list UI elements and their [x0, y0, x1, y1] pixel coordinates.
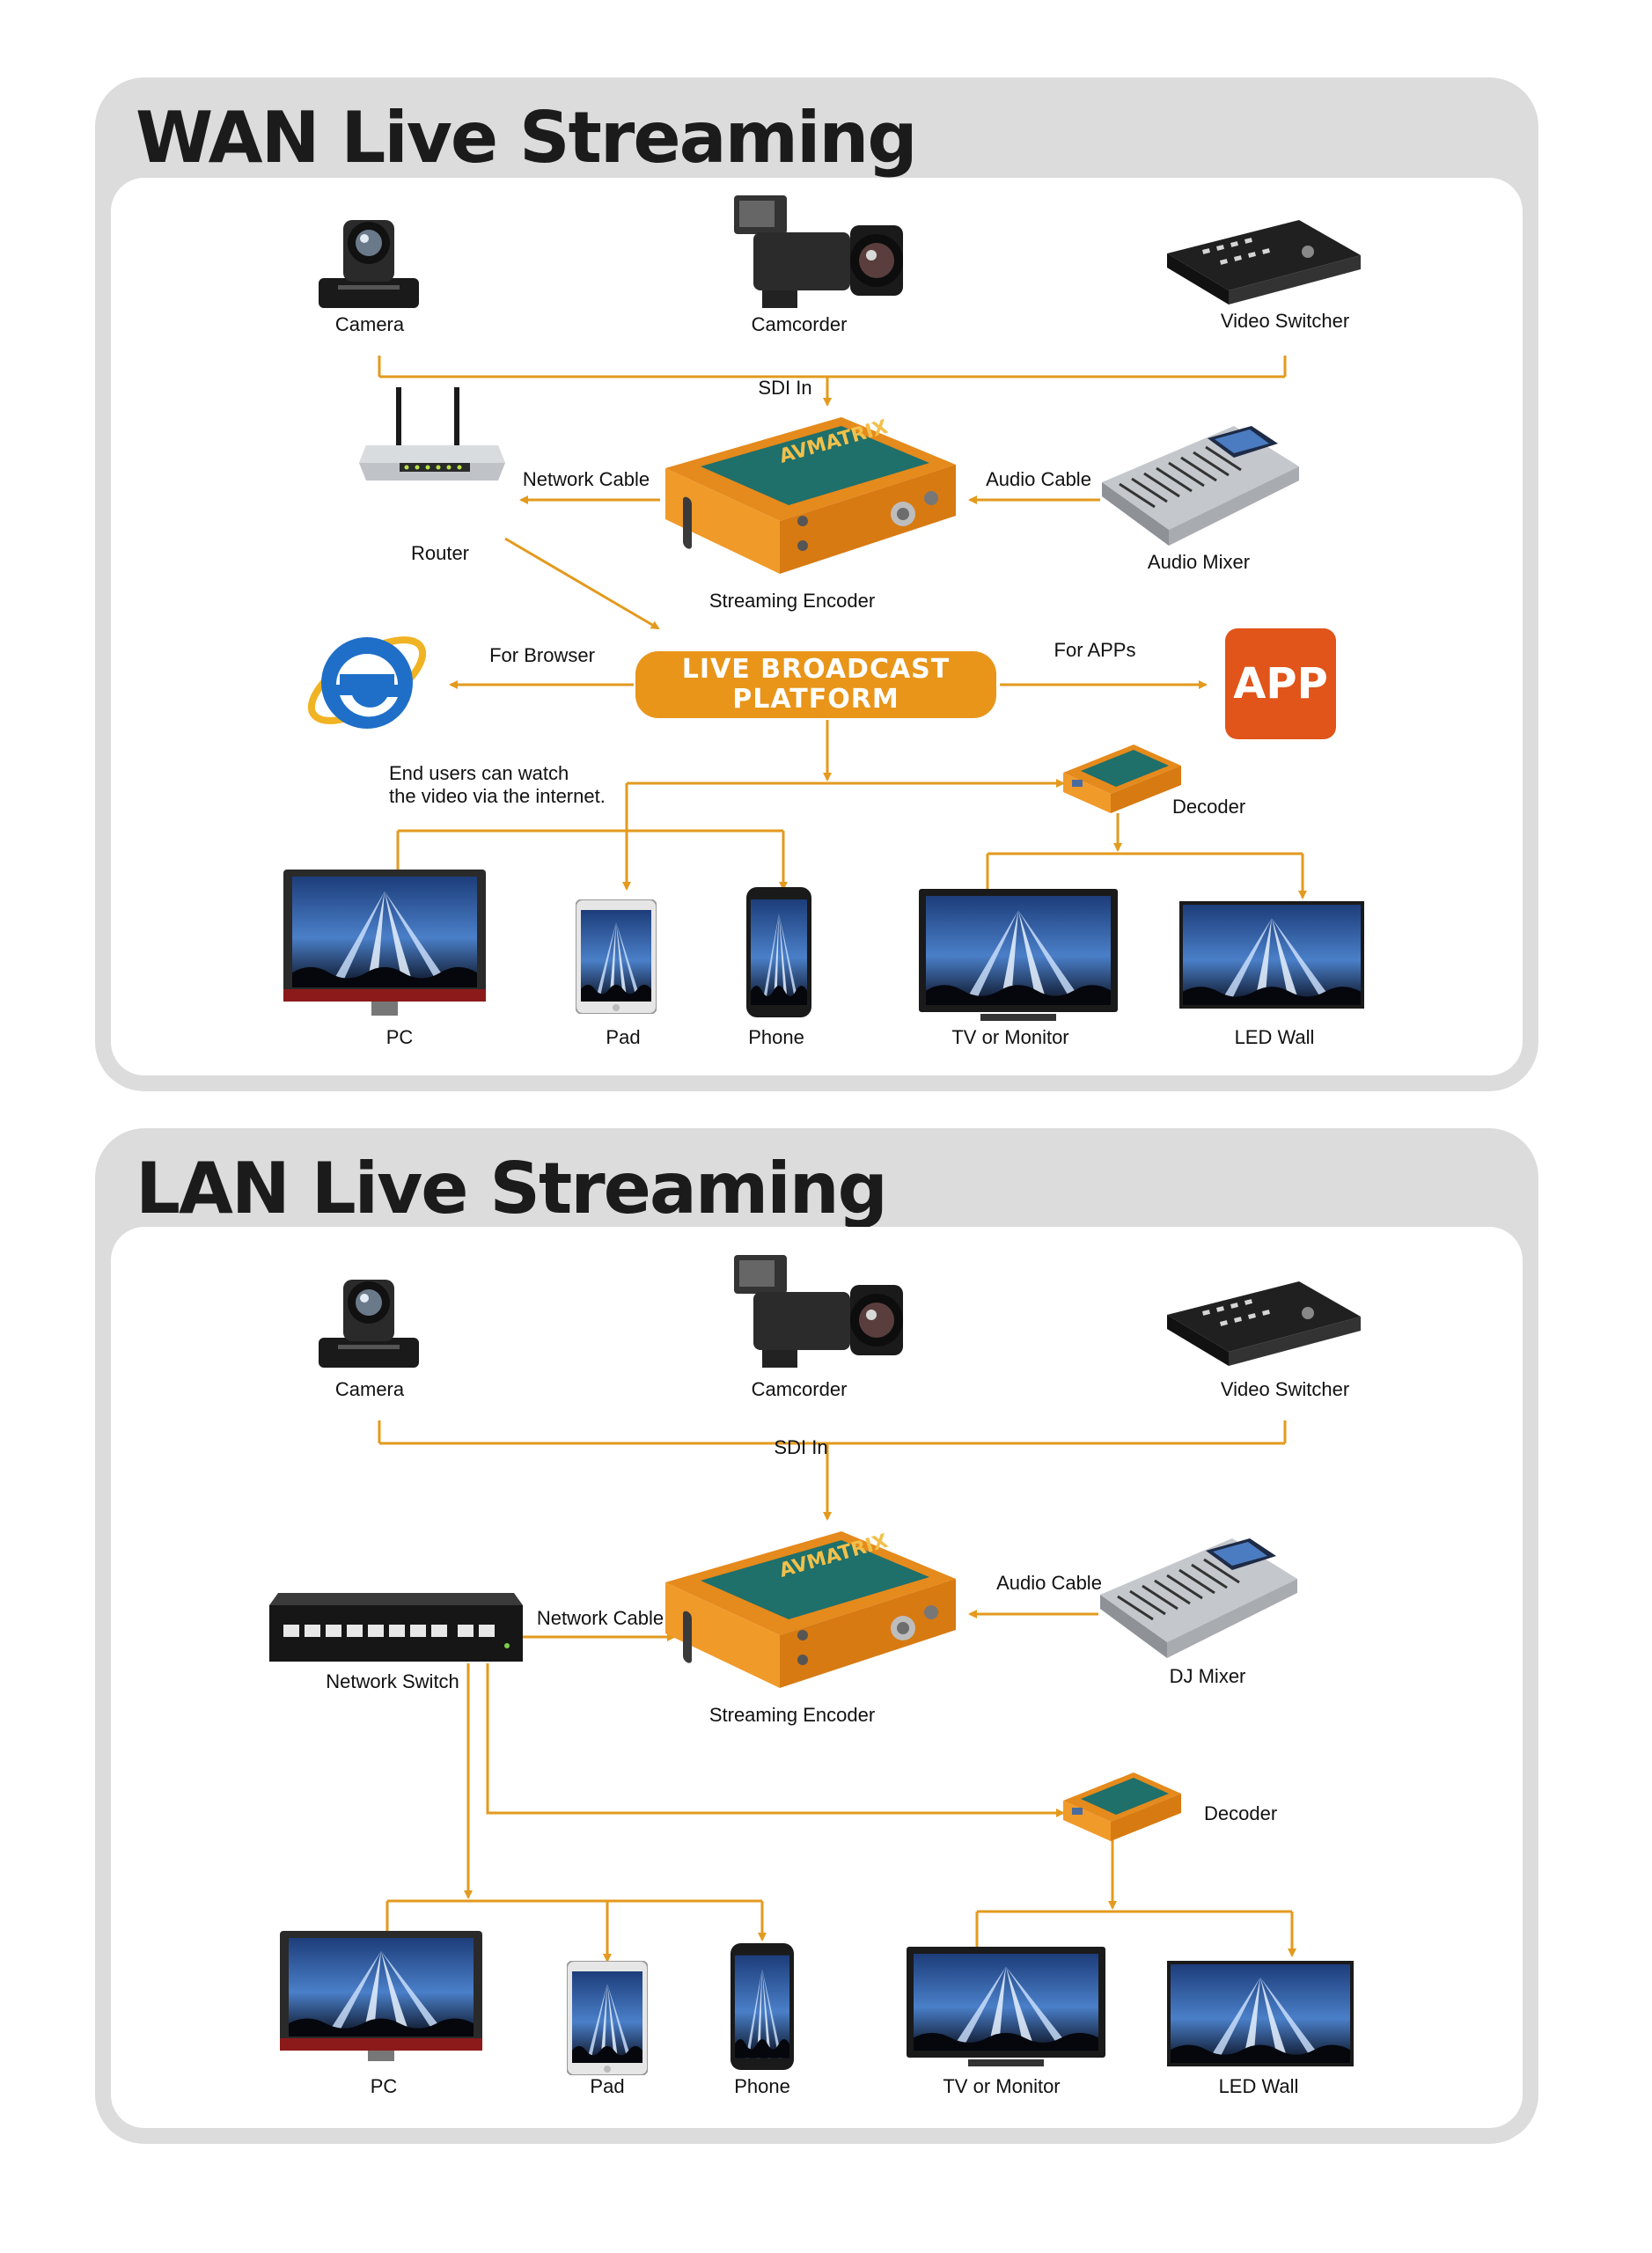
wan-panel: WAN Live Streaming [95, 77, 1538, 1091]
wan-audio-mixer-label: Audio Mixer [1147, 551, 1251, 573]
decoder-icon [1063, 745, 1181, 813]
lan-diagram-area: Camera Camcorder [111, 1227, 1523, 2128]
wan-decoder-label: Decoder [1172, 796, 1246, 818]
wan-title: WAN Live Streaming [136, 97, 918, 179]
streaming-encoder-icon: AVMATRIX [665, 1531, 956, 1688]
wan-audio-cable-label: Audio Cable [986, 468, 1091, 490]
network-switch-icon [269, 1593, 523, 1662]
streaming-encoder-icon: AVMATRIX [665, 417, 956, 574]
ptz-camera-icon [319, 220, 419, 308]
camcorder-icon [734, 195, 903, 308]
lan-camera-label: Camera [334, 1378, 405, 1400]
lan-title: LAN Live Streaming [136, 1148, 888, 1229]
wan-end-users-note-line1: End users can watch [389, 762, 569, 784]
lan-pad-label: Pad [590, 2075, 625, 2097]
wan-camcorder-label: Camcorder [751, 313, 848, 335]
lan-phone-label: Phone [734, 2075, 790, 2097]
lan-network-switch-label: Network Switch [326, 1670, 459, 1692]
app-icon-text: APP [1233, 659, 1328, 708]
tablet-icon [576, 899, 657, 1014]
wan-led-wall-label: LED Wall [1234, 1026, 1315, 1048]
tv-monitor-icon [907, 1947, 1105, 2066]
camcorder-icon [734, 1255, 903, 1368]
wan-for-apps-label: For APPs [1054, 639, 1136, 661]
wan-phone-label: Phone [748, 1026, 804, 1048]
wan-sdi-in-label: SDI In [758, 377, 812, 399]
lan-audio-cable-label: Audio Cable [996, 1572, 1102, 1594]
wan-pad-label: Pad [606, 1026, 641, 1048]
lan-camcorder-label: Camcorder [751, 1378, 848, 1400]
wan-tv-label: TV or Monitor [951, 1026, 1069, 1048]
audio-mixer-icon [1102, 426, 1299, 546]
lan-dj-mixer-label: DJ Mixer [1169, 1665, 1246, 1687]
phone-icon [746, 887, 811, 1017]
lan-panel: LAN Live Streaming [95, 1128, 1538, 2144]
dj-mixer-icon [1100, 1538, 1297, 1658]
wan-diagram-area: Camera Camcorder [111, 178, 1523, 1075]
pc-monitor-icon [283, 870, 486, 1016]
lan-decoder-label: Decoder [1204, 1802, 1278, 1824]
wan-router-label: Router [410, 542, 470, 564]
lan-video-switcher-label: Video Switcher [1220, 1378, 1350, 1400]
ptz-camera-icon [319, 1280, 419, 1368]
wan-network-cable-label: Network Cable [522, 468, 650, 490]
wan-for-browser-label: For Browser [489, 644, 595, 666]
pc-monitor-icon [280, 1931, 482, 2061]
lan-tv-label: TV or Monitor [943, 2075, 1061, 2097]
internet-explorer-icon[interactable] [301, 614, 433, 746]
app-icon[interactable]: APP [1225, 628, 1336, 739]
wan-pc-label: PC [385, 1026, 414, 1048]
tablet-icon [567, 1961, 648, 2075]
tv-monitor-icon [919, 889, 1118, 1021]
lan-streaming-encoder-label: Streaming Encoder [709, 1704, 876, 1726]
platform-label-line2: PLATFORM [732, 684, 899, 715]
decoder-icon [1063, 1772, 1181, 1841]
wan-end-users-note-line2: the video via the internet. [389, 785, 606, 807]
wan-wire-router-platform [504, 537, 660, 630]
platform-label-line1: LIVE BROADCAST [681, 654, 951, 685]
live-broadcast-platform[interactable]: LIVE BROADCAST PLATFORM [635, 651, 996, 718]
video-switcher-icon [1167, 220, 1361, 305]
led-wall-icon [1167, 1961, 1354, 2066]
wan-video-switcher-label: Video Switcher [1220, 310, 1350, 332]
lan-led-wall-label: LED Wall [1218, 2075, 1299, 2097]
led-wall-icon [1179, 901, 1364, 1009]
video-switcher-icon [1167, 1281, 1361, 1366]
lan-sdi-in-label: SDI In [774, 1436, 828, 1458]
router-icon [359, 387, 505, 481]
lan-network-cable-label: Network Cable [536, 1607, 664, 1629]
phone-icon [731, 1943, 794, 2070]
wan-camera-label: Camera [334, 313, 405, 335]
wan-streaming-encoder-label: Streaming Encoder [709, 590, 876, 612]
lan-pc-label: PC [370, 2075, 398, 2097]
